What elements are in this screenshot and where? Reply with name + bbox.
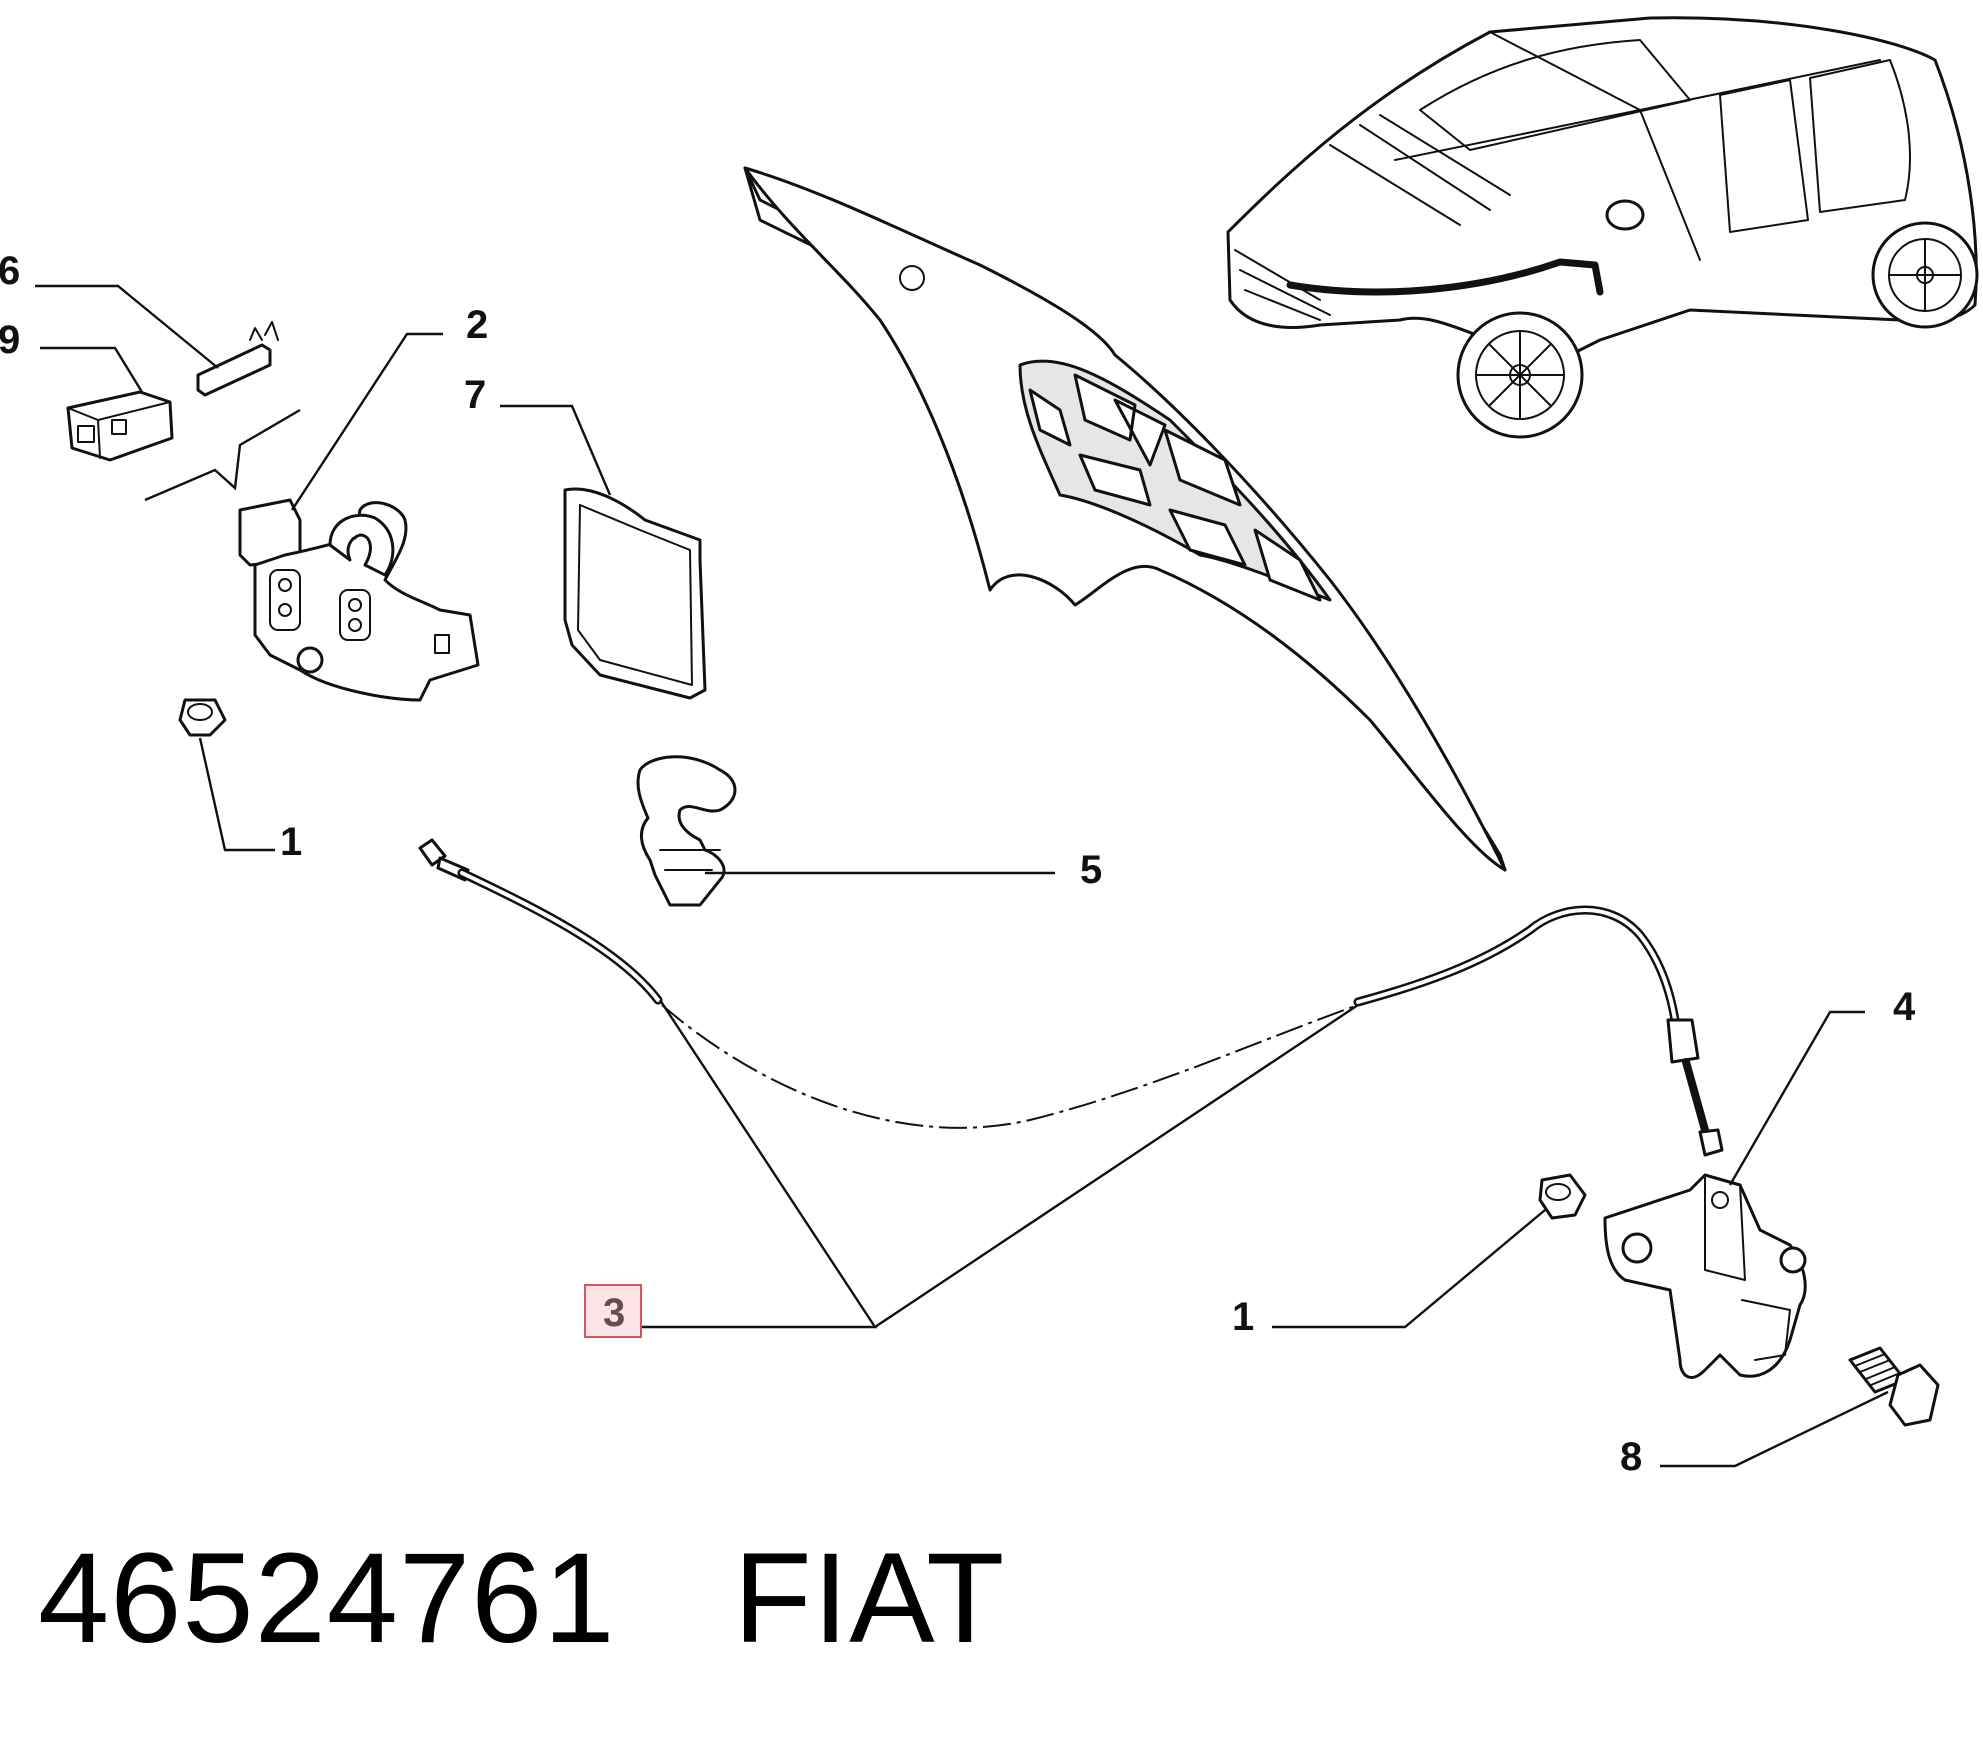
part-6-terminal xyxy=(196,321,279,397)
leader-1-left xyxy=(198,737,275,852)
leader-3b xyxy=(874,1004,1359,1328)
callout-1-right: 1 xyxy=(1232,1295,1254,1339)
break-line xyxy=(144,408,301,502)
callout-1-left: 1 xyxy=(280,820,302,864)
car-illustration xyxy=(1226,16,1979,439)
bonnet-panel xyxy=(743,166,1507,872)
part-3-cable xyxy=(418,838,1724,1157)
part-2-latch xyxy=(238,498,480,702)
brand-name: FIAT xyxy=(733,1527,1006,1670)
leader-9 xyxy=(40,346,144,393)
callout-labels: 6 9 2 7 1 5 4 3 1 8 xyxy=(0,249,1916,1479)
part-5-clip xyxy=(636,755,737,907)
leader-4 xyxy=(1728,1010,1865,1186)
callout-2: 2 xyxy=(466,303,488,347)
part-8-bolt xyxy=(1848,1346,1940,1427)
part-1-bushing-left xyxy=(178,698,227,737)
part-4-bracket xyxy=(1603,1173,1807,1379)
leader-lines xyxy=(35,284,1889,1468)
leader-6 xyxy=(35,284,219,369)
leader-7 xyxy=(500,404,612,496)
callout-3: 3 xyxy=(603,1291,625,1335)
callout-4: 4 xyxy=(1893,985,1916,1029)
callout-3-highlight-box xyxy=(584,1284,642,1338)
callout-5: 5 xyxy=(1080,848,1102,892)
callout-8: 8 xyxy=(1620,1435,1642,1479)
part-7-seal xyxy=(563,487,707,700)
part-1-bushing-right xyxy=(1538,1173,1587,1220)
leader-1-right xyxy=(1272,1209,1546,1329)
callout-6: 6 xyxy=(0,249,20,293)
leader-8 xyxy=(1660,1390,1889,1468)
callout-7: 7 xyxy=(464,373,486,417)
callout-9: 9 xyxy=(0,318,20,362)
part-number: 46524761 xyxy=(38,1527,616,1670)
leader-3a xyxy=(640,999,878,1329)
part-9-connector xyxy=(66,390,174,462)
leader-2 xyxy=(290,332,443,511)
